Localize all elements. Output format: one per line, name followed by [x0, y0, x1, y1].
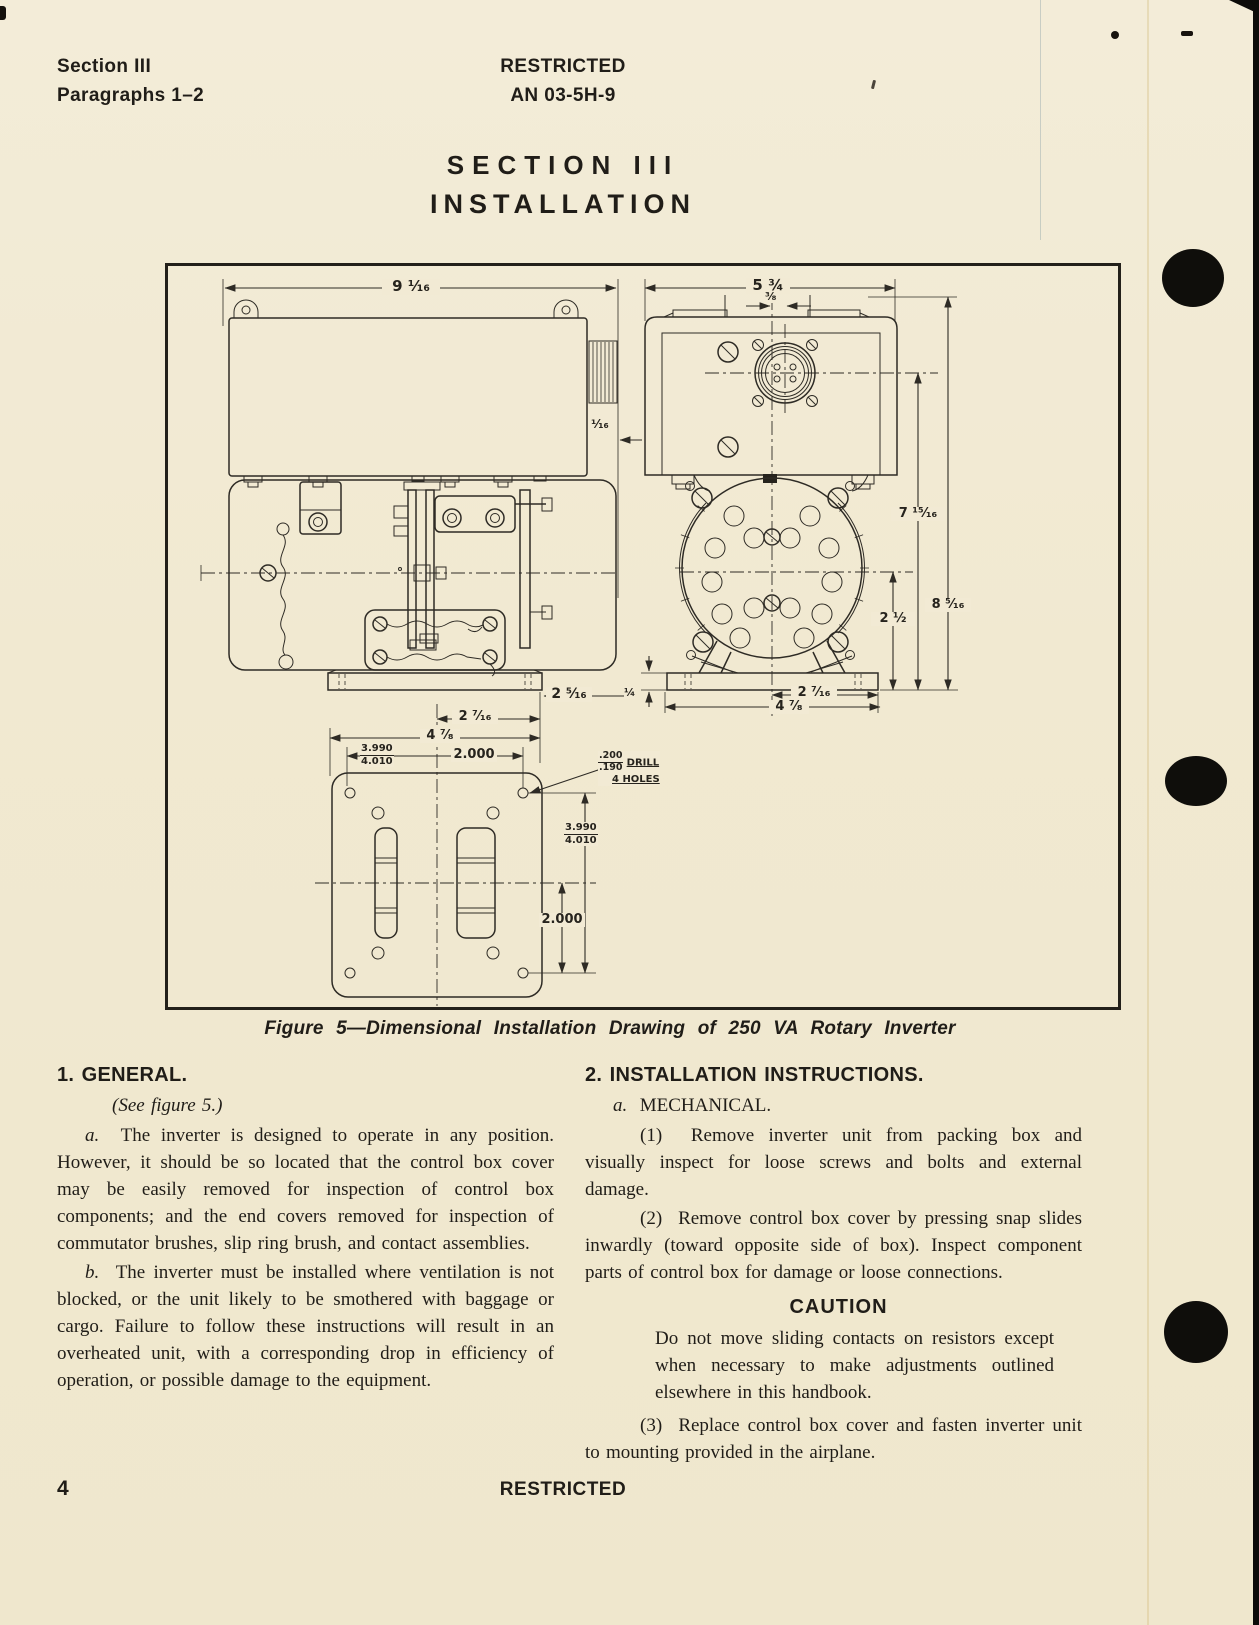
item-3-text: Replace control box cover and fasten inv…: [585, 1415, 1082, 1463]
scan-edge-strip: [1253, 0, 1259, 1625]
general-heading: 1. GENERAL.: [57, 1064, 188, 1086]
item-3: (3) Replace control box cover and fasten…: [585, 1412, 1082, 1466]
dim-label-2000-horizontal: 2.000: [451, 748, 497, 762]
item-1-lead: (1): [640, 1125, 663, 1146]
section-title-line2: INSTALLATION: [430, 189, 696, 219]
see-figure-note: (See figure 5.): [112, 1095, 223, 1116]
figure-caption: Figure 5—Dimensional Installation Drawin…: [264, 1018, 956, 1039]
dim-label-3-8: ³⁄₈: [765, 290, 777, 303]
installation-drawing: [200, 279, 958, 1006]
scan-corner-nick: [0, 6, 6, 20]
column-general: 1. GENERAL. (See figure 5.) a. The inver…: [57, 1062, 554, 1396]
dim-label-1-4: ¼: [624, 686, 636, 699]
header-paragraphs: Paragraphs 1–2: [57, 85, 205, 106]
column-installation: 2. INSTALLATION INSTRUCTIONS. a. MECHANI…: [585, 1062, 1082, 1468]
item-2: (2) Remove control box cover by pressing…: [585, 1205, 1082, 1286]
paragraph-b-text: The inverter must be installed where ven…: [57, 1262, 554, 1391]
dim-label-1-16: ¹⁄₁₆: [591, 417, 609, 431]
header-center: RESTRICTED AN 03-5H-9: [0, 52, 1126, 110]
item-3-lead: (3): [640, 1415, 663, 1436]
binder-hole: [1162, 249, 1224, 307]
drill-word: DRILL: [626, 757, 660, 769]
section-title-line1: SECTION III: [446, 150, 680, 180]
section-title: SECTION III INSTALLATION: [0, 150, 1126, 220]
dim-label-end-4-7-8: 4 ⁷⁄₈: [769, 700, 809, 714]
caution-text: Do not move sliding contacts on resistor…: [655, 1328, 1054, 1403]
dim-label-2000-vertical: 2.000: [539, 913, 585, 927]
dim-label-7-15-16: 7 ¹⁵⁄₁₆: [891, 507, 945, 521]
dim-label-2-1-2: 2 ½: [871, 612, 915, 626]
item-2-text: Remove control box cover by pressing sna…: [585, 1208, 1082, 1283]
scan-corner-shadow: [1229, 0, 1259, 14]
dim-label-plate-2-7-16: 2 ⁷⁄₁₆: [452, 710, 498, 724]
mechanical-subheading: a. MECHANICAL.: [613, 1095, 772, 1116]
footer-classification: RESTRICTED: [499, 1479, 627, 1500]
item-2-lead: (2): [640, 1208, 663, 1229]
header-doc-number: AN 03-5H-9: [510, 85, 616, 106]
paragraph-a: a. The inverter is designed to operate i…: [57, 1122, 554, 1257]
dim-label-8-5-16: 8 ⁵⁄₁₆: [925, 598, 971, 612]
item-1: (1) Remove inverter unit from packing bo…: [585, 1122, 1082, 1203]
paragraph-a-lead: a.: [85, 1125, 100, 1146]
paper-crease: [1147, 0, 1149, 1625]
paragraph-a-text: The inverter is designed to operate in a…: [57, 1125, 554, 1254]
dim-label-plate-4-7-8: 4 ⁷⁄₈: [420, 729, 460, 743]
header-section: Section III: [57, 56, 152, 77]
header-classification: RESTRICTED: [500, 56, 626, 77]
page-number: 4: [57, 1477, 69, 1500]
installation-heading: 2. INSTALLATION INSTRUCTIONS.: [585, 1064, 924, 1086]
paper-crease: [1040, 0, 1041, 240]
item-1-text: Remove inverter unit from packing box an…: [585, 1125, 1082, 1200]
dim-label-2-5-16: 2 ⁵⁄₁₆: [546, 687, 592, 702]
dim-label-9-1-16: 9 ¹⁄₁₆: [382, 278, 440, 295]
dim-label-end-2-7-16: 2 ⁷⁄₁₆: [791, 686, 837, 700]
paragraph-b-lead: b.: [85, 1262, 100, 1283]
drill-holes: 4 HOLES: [612, 773, 660, 785]
header-left: Section III Paragraphs 1–2: [57, 52, 204, 110]
binder-hole: [1164, 1301, 1228, 1363]
paragraph-b: b. The inverter must be installed where …: [57, 1259, 554, 1394]
drill-callout: .200.190 DRILL 4 HOLES: [598, 750, 660, 786]
ink-speck: [1181, 31, 1193, 36]
caution-heading: CAUTION: [789, 1296, 888, 1318]
dim-label-5-3-4: 5 ¾: [746, 277, 790, 294]
ink-speck: [1111, 31, 1119, 39]
binder-hole: [1165, 756, 1227, 806]
